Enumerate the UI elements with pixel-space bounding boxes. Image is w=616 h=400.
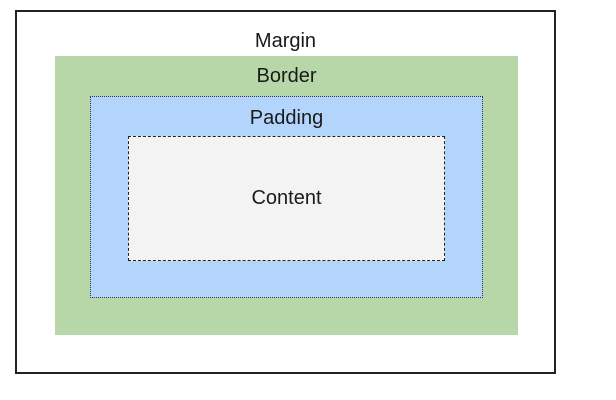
- padding-label: Padding: [249, 107, 324, 129]
- border-label: Border: [256, 65, 317, 87]
- margin-label: Margin: [254, 30, 317, 52]
- content-layer-box: [128, 136, 445, 261]
- content-label: Content: [251, 187, 322, 209]
